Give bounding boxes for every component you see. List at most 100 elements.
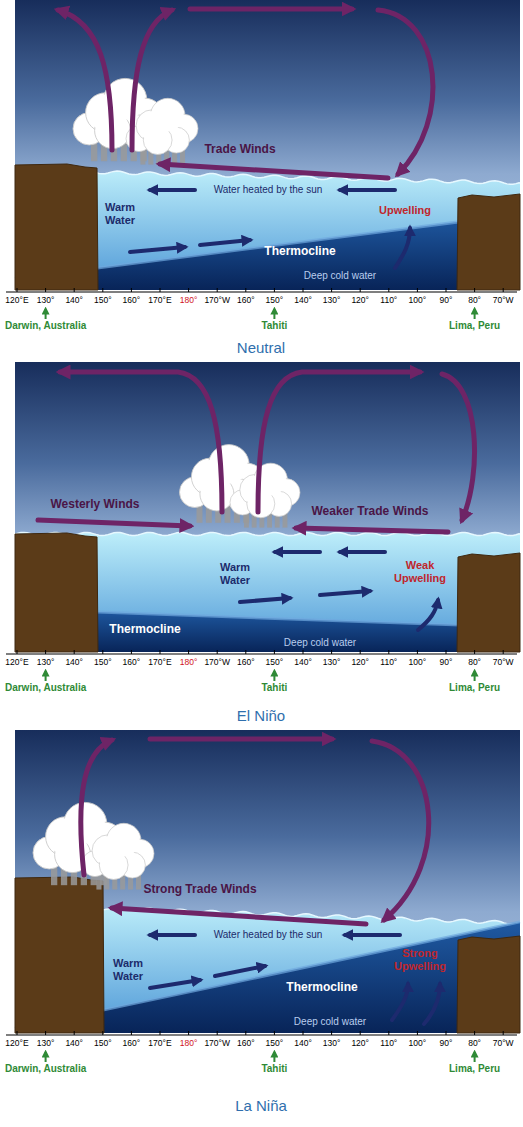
water-label: Warm Water	[100, 201, 140, 226]
axis-tick	[503, 650, 504, 654]
city-label: Tahiti	[261, 1063, 287, 1075]
longitude-tick: 160°	[123, 1039, 141, 1049]
city-pointer	[273, 309, 275, 319]
longitude-tick: 150°	[94, 296, 112, 306]
city-label: Lima, Peru	[449, 320, 500, 332]
longitude-tick: 120°E	[5, 296, 28, 306]
ocean-current-arrow	[150, 980, 200, 988]
axis-tick	[45, 1031, 46, 1035]
axis-tick	[160, 288, 161, 292]
storm-cloud	[82, 823, 154, 889]
water-label: Water heated by the sun	[214, 184, 323, 196]
axis-tick	[417, 650, 418, 654]
axis-tick	[388, 650, 389, 654]
air-circulation-arrow	[60, 372, 222, 512]
longitude-tick: 100°	[409, 296, 427, 306]
longitude-tick: 90°	[440, 1039, 453, 1049]
longitude-tick: 170°W	[204, 658, 230, 668]
axis-tick	[17, 288, 18, 292]
axis-tick	[102, 1031, 103, 1035]
longitude-tick: 150°	[266, 1039, 284, 1049]
upwelling-label: Strong Upwelling	[388, 947, 452, 972]
longitude-tick: 150°	[94, 1039, 112, 1049]
air-circulation-arrow	[296, 528, 448, 532]
longitude-tick: 120°E	[5, 658, 28, 668]
axis-tick	[474, 1031, 475, 1035]
ocean-current-arrow	[340, 550, 385, 554]
air-circulation-arrow	[150, 737, 332, 742]
ocean-current-arrow	[424, 984, 440, 1024]
longitude-tick: 170°E	[148, 296, 171, 306]
longitude-tick: 70°W	[493, 1039, 514, 1049]
longitude-tick: 170°W	[204, 296, 230, 306]
upwelling-label: Weak Upwelling	[388, 559, 452, 584]
longitude-tick: 100°	[409, 1039, 427, 1049]
axis-tick	[446, 1031, 447, 1035]
axis-tick	[474, 650, 475, 654]
longitude-tick: 70°W	[493, 658, 514, 668]
ocean-current-arrow	[200, 240, 250, 245]
longitude-tick: 140°	[65, 1039, 83, 1049]
ocean-current-arrow	[395, 228, 410, 268]
ocean-current-arrow	[240, 598, 290, 602]
ocean-current-arrow	[392, 984, 408, 1020]
axis-tick	[17, 650, 18, 654]
panel-caption: La Niña	[235, 1097, 287, 1114]
longitude-tick: 140°	[65, 658, 83, 668]
air-circulation-arrow	[38, 520, 190, 526]
longitude-tick: 90°	[440, 296, 453, 306]
cloud-puff	[152, 100, 184, 132]
ocean-current-arrow	[150, 188, 195, 192]
axis-tick	[102, 650, 103, 654]
longitude-axis	[6, 291, 517, 292]
ocean-current-arrow	[130, 247, 185, 252]
air-circulation-arrow	[58, 10, 112, 150]
air-circulation-arrow	[190, 7, 352, 12]
axis-tick	[188, 288, 189, 292]
wind-label: Trade Winds	[204, 143, 275, 157]
city-label: Darwin, Australia	[5, 682, 86, 694]
deep-water-label: Deep cold water	[284, 637, 356, 649]
storm-cloud	[126, 98, 198, 164]
city-label: Lima, Peru	[449, 1063, 500, 1075]
longitude-tick: 140°	[65, 296, 83, 306]
city-pointer	[273, 671, 275, 681]
ocean-current-arrow	[320, 591, 370, 595]
axis-tick	[45, 288, 46, 292]
city-pointer	[273, 1052, 275, 1062]
longitude-tick: 130°	[37, 658, 55, 668]
axis-tick	[245, 288, 246, 292]
sky	[15, 0, 520, 290]
longitude-axis	[6, 1034, 517, 1035]
ocean-current-arrow	[150, 933, 195, 937]
axis-tick	[503, 288, 504, 292]
city-label: Lima, Peru	[449, 682, 500, 694]
city-pointer	[474, 309, 476, 319]
air-circulation-arrow	[378, 10, 433, 174]
panel-caption: El Niño	[237, 707, 285, 724]
axis-tick	[417, 1031, 418, 1035]
deep-water-label: Deep cold water	[304, 270, 376, 282]
wind-label: Westerly Winds	[50, 498, 139, 512]
axis-tick	[331, 288, 332, 292]
axis-tick	[131, 288, 132, 292]
longitude-tick: 120°E	[5, 1039, 28, 1049]
sky	[15, 730, 520, 1033]
longitude-tick: 160°	[123, 658, 141, 668]
air-circulation-arrow	[81, 740, 112, 875]
axis-tick	[360, 650, 361, 654]
axis-tick	[74, 288, 75, 292]
city-pointer	[474, 1052, 476, 1062]
axis-tick	[188, 1031, 189, 1035]
enso-panel	[6, 730, 520, 1062]
longitude-tick: 120°	[351, 658, 369, 668]
longitude-tick: 80°	[468, 658, 481, 668]
cloud-puff	[210, 446, 247, 483]
longitude-tick: 110°	[380, 296, 397, 306]
air-circulation-arrow	[442, 374, 475, 520]
axis-tick	[245, 650, 246, 654]
axis-tick	[331, 650, 332, 654]
axis-tick	[446, 650, 447, 654]
axis-tick	[74, 650, 75, 654]
